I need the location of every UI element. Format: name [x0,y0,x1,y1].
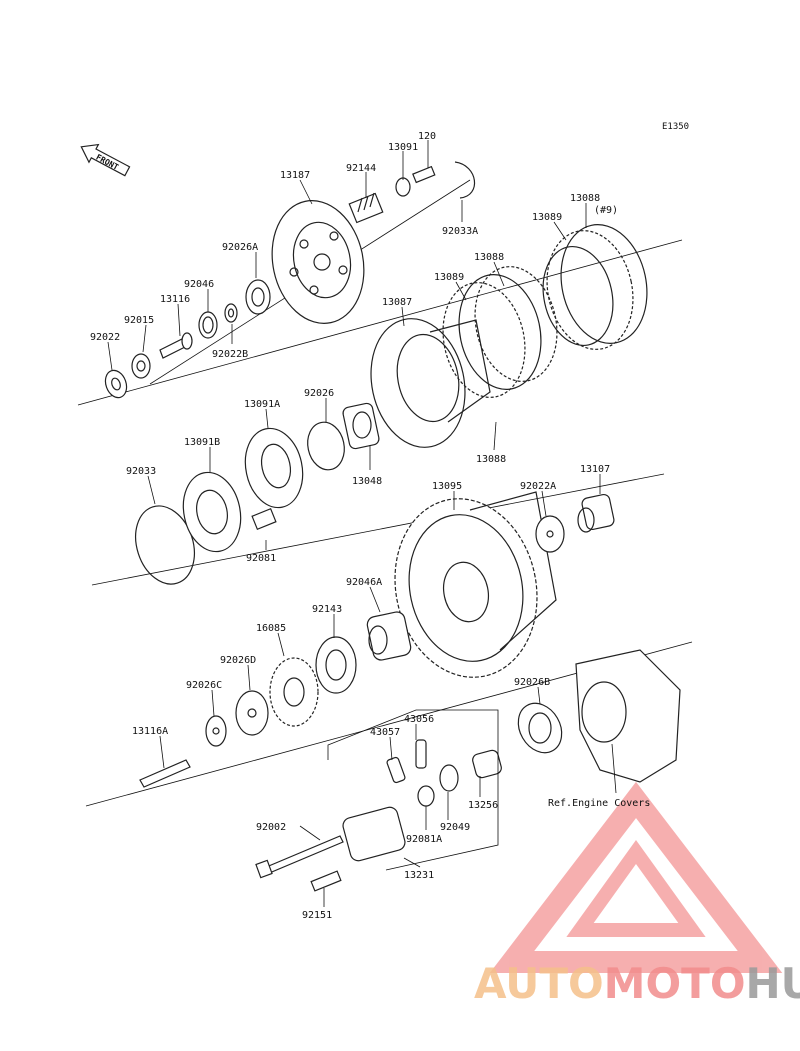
bleeder-43057 [386,756,406,784]
part-label-16085: 16085 [256,623,286,634]
part-label-13116: 13116 [160,294,190,305]
part-labels: 120 13091 92144 13187 92033A 13088 (#9) … [90,131,650,921]
engine-cover [575,649,681,783]
part-label-13107: 13107 [580,464,610,475]
washer-92022B [224,303,238,323]
shaft-13116 [159,332,193,359]
bolt-120 [412,165,436,184]
part-label-92081: 92081 [246,553,276,564]
spring-92081 [251,507,277,531]
svg-text:AUTOMOTOHUB: AUTOMOTOHUB [474,959,800,1008]
part-label-92026C: 92026C [186,680,222,691]
watermark-logo [489,781,783,973]
part-label-92022: 92022 [90,332,120,343]
hub-13048 [342,402,380,450]
part-label-92144: 92144 [346,163,376,174]
part-label-92046: 92046 [184,279,214,290]
slave-cylinder-13231 [342,806,406,862]
spring-92081A [417,785,435,807]
bearing-92046 [198,311,218,339]
gear-16085 [269,657,319,727]
part-label-13091B: 13091B [184,437,220,448]
washer-92022A [535,515,565,553]
circlip-92033A [454,161,476,199]
part-label-92026B: 92026B [514,677,550,688]
part-label-92015: 92015 [124,315,154,326]
part-label-13088-c: 13088 [476,454,506,465]
bolt-92002 [255,835,344,879]
diagram-code: E1350 [662,122,689,132]
part-label-13048: 13048 [352,476,382,487]
watermark-inner-triangle [566,839,706,937]
part-label-92143: 92143 [312,604,342,615]
watermark-text: AUTOMOTOHUB [474,959,800,1008]
part-label-92022B: 92022B [212,349,248,360]
part-label-13095: 13095 [432,481,462,492]
part-label-92081A: 92081A [406,834,442,845]
washer-92022 [104,369,128,399]
part-label-13089-b: 13089 [434,272,464,283]
washer-92026A [245,279,271,315]
bolt-92151 [310,870,342,892]
subassembly-bracket [327,709,499,871]
leader-lines [107,140,617,907]
clutch-housing-13087 [370,318,491,448]
pressure-plate-13187 [271,200,365,324]
part-label-13091A: 13091A [244,399,280,410]
piston-13256 [472,749,502,779]
holder-13091 [395,177,411,197]
part-label-92026: 92026 [304,388,334,399]
nut-92015 [131,353,151,379]
part-label-92026D: 92026D [220,655,256,666]
ref-engine-covers: Ref.Engine Covers [548,798,650,809]
part-label-92049: 92049 [440,822,470,833]
part-label-13088-b: 13088 [474,252,504,263]
part-label-13088-9: 13088 [570,193,600,204]
part-label-13091: 13091 [388,142,418,153]
clutch-plates-set-9 [542,224,648,350]
part-label-43057: 43057 [370,727,400,738]
part-label-43056: 43056 [404,714,434,725]
part-label-set-9: (#9) [594,205,618,216]
watermark-hub: HUB [746,959,800,1008]
sleeve-13107 [577,493,615,533]
bearing-92143 [315,636,357,694]
washer-92026 [307,421,345,471]
spring-92144 [348,192,384,224]
assembly-axes [77,179,693,807]
part-label-13256: 13256 [468,800,498,811]
part-label-92026A: 92026A [222,242,258,253]
plate-13091B [182,471,242,553]
bearing-92046A [366,611,412,661]
part-label-13231: 13231 [404,870,434,881]
watermark-triangle [489,781,783,973]
part-label-13187: 13187 [280,170,310,181]
valve-43056 [415,739,427,769]
part-label-13089-a: 13089 [532,212,562,223]
plate-13091A [244,427,304,509]
part-label-92033A: 92033A [442,226,478,237]
part-label-92033: 92033 [126,466,156,477]
part-label-92151: 92151 [302,910,332,921]
part-label-13087: 13087 [382,297,412,308]
clutch-plates-13088-13089 [442,266,558,398]
part-label-120: 120 [418,131,436,142]
gear-13095 [394,491,557,678]
seal-92049 [439,764,459,792]
part-label-13116A: 13116A [132,726,168,737]
part-label-92022A: 92022A [520,481,556,492]
part-label-92046A: 92046A [346,577,382,588]
washer-92026D [235,690,269,736]
watermark-auto: AUTO [474,959,604,1008]
washer-92026C [205,715,227,747]
rod-13116A [139,759,191,788]
front-arrow-icon: FRONT [80,143,131,177]
gasket-92026B [517,702,563,754]
part-label-92002: 92002 [256,822,286,833]
watermark-moto: MOTO [604,959,746,1008]
